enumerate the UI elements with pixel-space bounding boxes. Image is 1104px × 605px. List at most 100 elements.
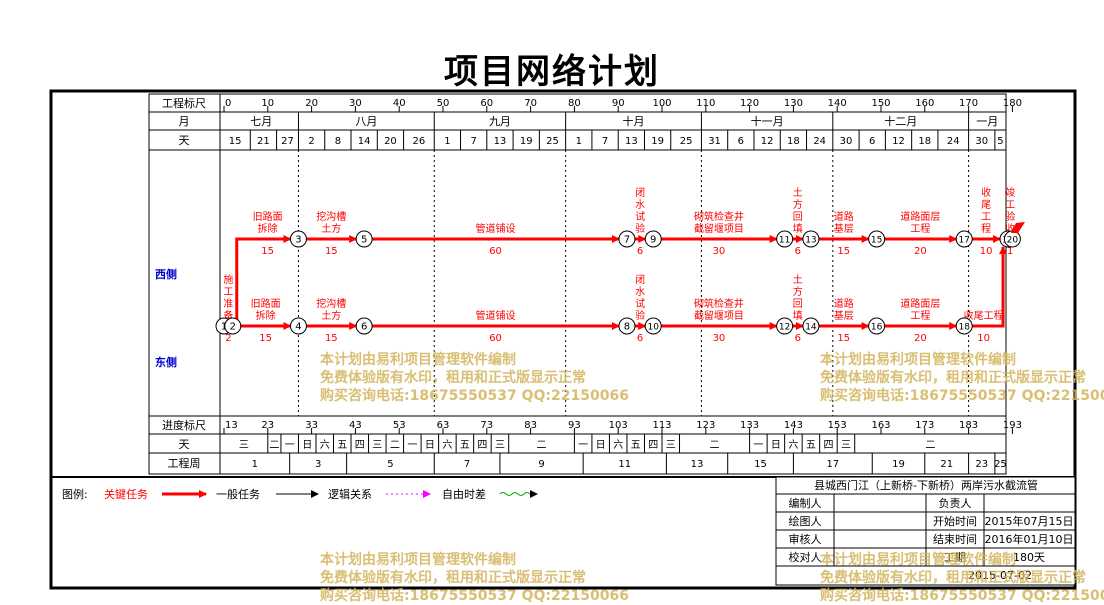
- node-number: 10: [648, 323, 660, 333]
- owner-label: 负责人: [939, 496, 972, 510]
- period-value: 180天: [1013, 551, 1045, 564]
- task-name-line: 回: [793, 211, 803, 223]
- weekday-label: 六: [442, 439, 452, 451]
- event-node-15: 15: [868, 230, 886, 248]
- weekday-cells: 三二一日六五四三二一日六五四三二一日六五四三二一日六五四三二: [239, 434, 935, 453]
- weekday-label: 三: [841, 440, 851, 451]
- progress-tick-label: 153: [828, 420, 847, 431]
- task-name-line: 土: [793, 273, 803, 286]
- week-label: 15: [754, 459, 767, 470]
- weekday-label: 日: [596, 440, 606, 451]
- event-node-16: 16: [868, 317, 886, 335]
- task-name-line: 道路面层: [900, 210, 940, 223]
- checker-label: 校对人: [789, 550, 822, 564]
- weekday-label: 五: [631, 440, 641, 451]
- weekday-label: 一: [407, 440, 417, 451]
- day-label: 19: [651, 136, 664, 147]
- task-name-line: 砌筑检查井: [694, 297, 744, 310]
- task-name-line: 准: [223, 298, 233, 310]
- node-number: 5: [361, 235, 367, 246]
- month-label: 九月: [489, 115, 511, 128]
- month-label: 一月: [976, 115, 998, 128]
- watermark-line: 本计划由易利项目管理软件编制: [820, 552, 1016, 568]
- task-name-line: 填: [793, 222, 803, 235]
- weekday-label: 四: [355, 440, 365, 451]
- event-node-5: 5: [355, 230, 373, 248]
- day-label: 25: [680, 136, 693, 147]
- task-name-line: 方: [793, 285, 803, 298]
- task-name-line: 验: [635, 309, 645, 322]
- scale-label: 工程标尺: [162, 96, 206, 110]
- task-duration: 30: [713, 333, 726, 344]
- task-name-line: 工: [223, 287, 233, 298]
- day-label: 26: [413, 136, 426, 147]
- task-name-line: 回: [793, 298, 803, 310]
- scale-tick-label: 10: [261, 98, 274, 109]
- day-label: 13: [494, 136, 507, 147]
- month-label: 十一月: [751, 114, 784, 128]
- weekday-label: 二: [537, 440, 547, 451]
- scale-tick-label: 150: [871, 98, 890, 109]
- task-name-line: 备: [223, 309, 233, 322]
- progress-tick-label: 23: [261, 420, 274, 431]
- weekday-label: 六: [613, 439, 623, 451]
- task-name-line: 基层: [834, 309, 854, 322]
- week-label: 7: [464, 459, 470, 470]
- week-label: 11: [618, 459, 631, 470]
- progress-tick-label: 33: [305, 420, 318, 431]
- scale-tick-label: 40: [393, 98, 406, 109]
- legend: 图例: 关键任务 一般任务 逻辑关系 自由时差: [62, 487, 538, 501]
- event-node-13: 13: [802, 230, 820, 248]
- progress-tick-label: 183: [959, 420, 978, 431]
- day-label: 30: [840, 136, 853, 147]
- day-label: 7: [470, 136, 476, 147]
- finish-flag-icon: [1011, 222, 1025, 233]
- day-label: 1: [576, 136, 582, 147]
- day-label: 18: [918, 136, 931, 147]
- progress-tick-label: 73: [480, 420, 493, 431]
- scale-tick-label: 60: [480, 98, 493, 109]
- task-name-line: 土方: [321, 309, 341, 322]
- scale-tick-label: 140: [828, 98, 847, 109]
- task-duration: 15: [325, 333, 338, 344]
- task-duration: 6: [795, 333, 801, 344]
- week-label: 13: [691, 459, 704, 470]
- progress-tick-label: 173: [915, 420, 934, 431]
- task-duration: 6: [637, 333, 643, 344]
- scale-tick-label: 20: [305, 98, 318, 109]
- event-node-17: 17: [955, 230, 973, 248]
- task-name-line: 施: [223, 273, 233, 286]
- task-name-line: 土: [793, 186, 803, 199]
- scale-tick-label: 90: [612, 98, 625, 109]
- event-node-4: 4: [289, 317, 307, 335]
- watermark: 本计划由易利项目管理软件编制 免费体验版有水印，租用和正式版显示正常 购买咨询电…: [820, 351, 1104, 405]
- node-number: 1: [221, 322, 227, 333]
- task-name-line: 挖沟槽: [316, 297, 346, 310]
- legend-label: 图例:: [62, 487, 88, 501]
- day-label: 13: [625, 136, 638, 147]
- editor-label: 编制人: [789, 496, 822, 510]
- scale-tick-label: 170: [959, 98, 978, 109]
- legend-logic-label: 逻辑关系: [328, 487, 372, 501]
- watermark-line: 免费体验版有水印，租用和正式版显示正常: [320, 370, 586, 386]
- watermark: 本计划由易利项目管理软件编制 免费体验版有水印，租用和正式版显示正常 购买咨询电…: [820, 551, 1104, 605]
- task-duration: 6: [637, 246, 643, 257]
- task-name-line: 旧路面: [253, 210, 283, 223]
- progress-tick-label: 133: [740, 420, 759, 431]
- scale-tick-label: 30: [349, 98, 362, 109]
- node-number: 14: [805, 323, 817, 333]
- day-label: 5: [997, 136, 1003, 147]
- task-duration: 20: [914, 246, 927, 257]
- watermark-line: 免费体验版有水印，租用和正式版显示正常: [320, 570, 586, 586]
